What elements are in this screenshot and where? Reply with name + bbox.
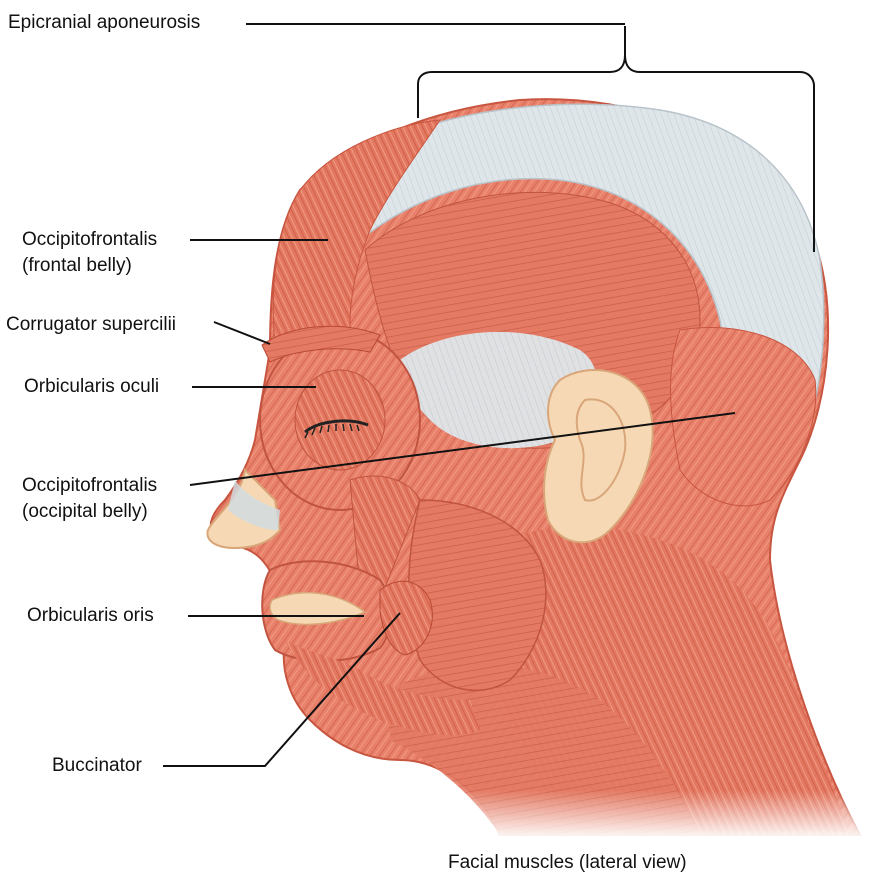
label-orbicularis-oculi: Orbicularis oculi <box>24 376 160 397</box>
zygomatic-shape <box>349 475 421 601</box>
nose-cartilage <box>228 480 280 530</box>
leader-buccinator <box>163 612 401 767</box>
corrugator-shape <box>261 325 381 363</box>
label-corrugator-supercilii: Corrugator supercilii <box>6 314 177 335</box>
ear-inner <box>575 398 627 502</box>
label-orbicularis-oris: Orbicularis oris <box>27 605 154 626</box>
frontal-belly-shape <box>272 119 442 361</box>
buccinator-shape <box>379 580 433 656</box>
label-occipital-belly: (occipital belly) <box>22 501 148 522</box>
bottom-fade <box>0 790 875 840</box>
chin-shape <box>285 640 480 736</box>
eyelashes <box>304 423 360 439</box>
label-buccinator: Buccinator <box>52 755 142 776</box>
label-occipitofrontalis-frontal: Occipitofrontalis <box>22 229 158 250</box>
label-epicranial-aponeurosis: Epicranial aponeurosis <box>8 12 201 33</box>
aponeurosis-bracket <box>417 26 815 252</box>
ear-shape <box>543 369 654 544</box>
leader-corrugator <box>213 321 271 345</box>
label-occipitofrontalis-occipital: Occipitofrontalis <box>22 475 158 496</box>
label-frontal-belly: (frontal belly) <box>22 255 132 276</box>
closed-eye <box>304 419 369 434</box>
occipital-belly-shape <box>670 326 817 507</box>
figure-caption: Facial muscles (lateral view) <box>448 852 687 873</box>
leader-occipital <box>189 412 736 486</box>
